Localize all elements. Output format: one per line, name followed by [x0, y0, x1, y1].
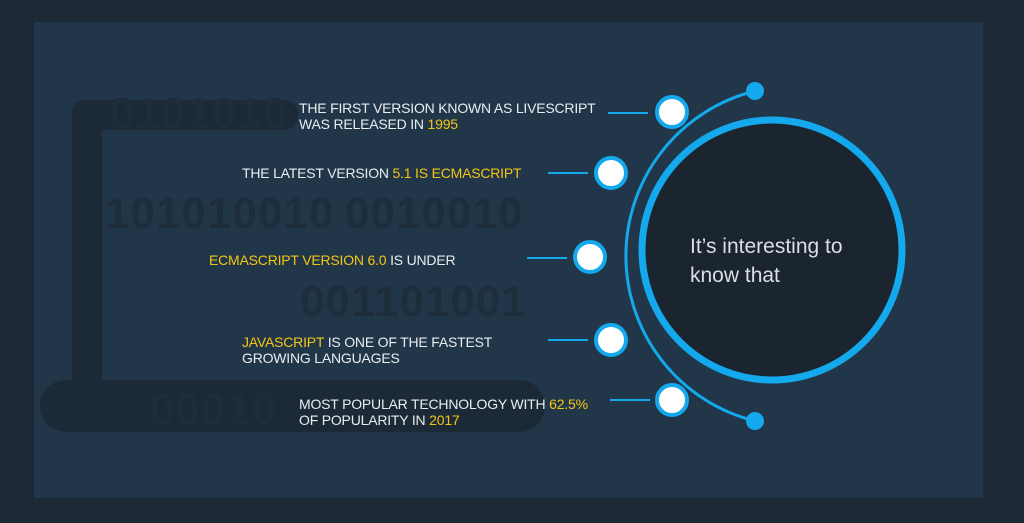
fact-4: JavaScript is one of the fastest growing… — [242, 334, 493, 366]
center-heading: It’s interesting to know that — [690, 235, 843, 287]
timeline-node — [573, 240, 607, 274]
timeline-node — [655, 383, 689, 417]
timeline-node — [655, 95, 689, 129]
timeline-node — [594, 156, 628, 190]
timeline-nodes — [573, 95, 689, 417]
laptop-silhouette — [40, 100, 545, 432]
timeline-arc — [624, 89, 756, 423]
arc-end-dot-top — [746, 82, 764, 100]
binary-decor: 101010010 — [105, 189, 335, 238]
fact-2: The latest version 5.1 is ECMAScript — [242, 165, 522, 181]
connector-lines — [527, 112, 650, 401]
arc-end-dot-bottom — [746, 412, 764, 430]
fact-1: The first version known as LiveScript wa… — [299, 100, 596, 132]
binary-decor: 00010 — [150, 385, 278, 434]
binary-decor: 001101001 — [300, 277, 527, 326]
fact-5: Most popular technology with 62.5% of po… — [299, 396, 588, 428]
center-circle — [638, 116, 906, 384]
binary-decor: 0010010 — [345, 189, 524, 238]
binary-decor: 0101010 — [110, 89, 289, 138]
timeline-node — [594, 323, 628, 357]
fact-3: ECMAScript version 6.0 is under — [209, 252, 456, 268]
